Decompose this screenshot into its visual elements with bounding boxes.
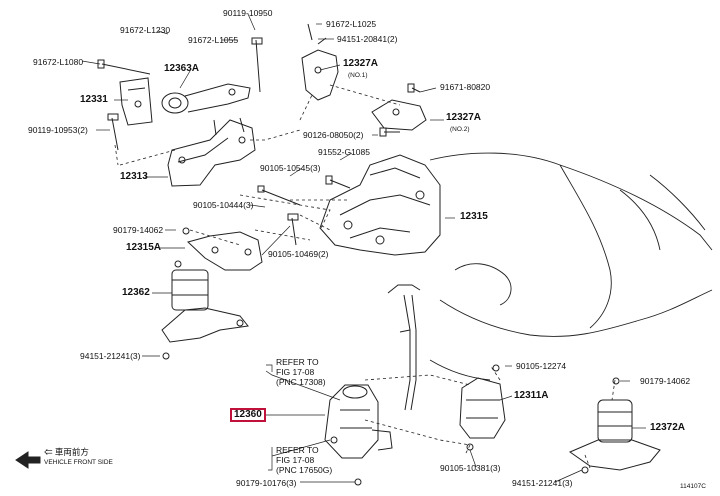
bracket-12315A — [187, 231, 263, 271]
part-label[interactable]: 12362 — [122, 287, 150, 298]
mount-12360 — [324, 384, 393, 459]
part-label[interactable]: 90179-10176(3) — [236, 478, 297, 488]
part-label[interactable]: 12327A — [343, 58, 379, 69]
part-label[interactable]: 12327A — [446, 112, 482, 123]
part-label[interactable]: 90105-12274 — [516, 361, 567, 371]
front-direction-label: ⇐ 車両前方 — [44, 447, 89, 457]
reference-text: REFER TO — [276, 357, 319, 367]
reference-text: (PNC 17650G) — [276, 465, 333, 475]
part-label[interactable]: 12331 — [80, 94, 108, 105]
bracket-12327A-no1 — [301, 49, 339, 101]
part-label[interactable]: 12372A — [650, 422, 686, 433]
part-label[interactable]: 90126-08050(2) — [303, 130, 364, 140]
part-label[interactable]: 12363A — [164, 63, 200, 74]
reference-text: FIG 17-08 — [276, 367, 315, 377]
front-direction-label: VEHICLE FRONT SIDE — [44, 459, 113, 466]
part-label[interactable]: 91672-L1025 — [326, 19, 377, 29]
mount-12311A — [459, 377, 506, 439]
part-label[interactable]: 12311A — [514, 390, 549, 401]
mount-12363A — [161, 83, 251, 114]
bracket-12327A-no2 — [371, 99, 427, 131]
part-note: (NO.1) — [348, 72, 368, 79]
part-label[interactable]: 90179-14062 — [640, 376, 691, 386]
mount-12372A — [568, 399, 661, 471]
dipstick-tube — [387, 284, 421, 411]
front-arrow-icon — [15, 451, 41, 469]
highlighted-part-label[interactable]: 12360 — [230, 408, 266, 422]
part-label[interactable]: 12315A — [126, 242, 162, 253]
reference-text: (PNC 17308) — [276, 377, 326, 387]
part-label[interactable]: 90105-10469(2) — [268, 249, 329, 259]
dashed-leaders — [114, 84, 616, 469]
part-label[interactable]: 91552-G1085 — [318, 147, 370, 157]
reference-text: FIG 17-08 — [276, 455, 315, 465]
part-label[interactable]: 12315 — [460, 211, 488, 222]
part-label[interactable]: 90119-10950 — [223, 8, 273, 18]
part-note: (NO.2) — [450, 126, 470, 133]
solid-leaders — [81, 13, 646, 483]
reference-text: REFER TO — [276, 445, 319, 455]
part-label[interactable]: 90119-10953(2) — [28, 125, 88, 135]
part-label[interactable]: 94151-21241(3) — [80, 351, 141, 361]
part-label[interactable]: 90179-14062 — [113, 225, 164, 235]
part-label[interactable]: 90105-10444(3) — [193, 200, 254, 210]
part-label[interactable]: 94151-20841(2) — [337, 34, 398, 44]
part-label[interactable]: 91672-L1055 — [188, 35, 239, 45]
bracket-12313 — [167, 117, 256, 187]
bracket-12315 — [319, 154, 441, 256]
figure-code: 114107C — [680, 483, 706, 490]
bolts — [97, 23, 620, 486]
part-label[interactable]: 90105-10545(3) — [260, 163, 321, 173]
part-label[interactable]: 91671-80820 — [440, 82, 491, 92]
part-label[interactable]: 91672-L1080 — [33, 57, 84, 67]
part-label[interactable]: 94151-21241(3) — [512, 478, 573, 488]
engine-outline — [429, 152, 713, 381]
mount-12362 — [161, 260, 249, 343]
part-label[interactable]: 90105-10381(3) — [440, 463, 501, 473]
part-label[interactable]: 12313 — [120, 171, 148, 182]
part-label[interactable]: 91672-L1230 — [120, 25, 171, 35]
bracket-12331 — [119, 77, 153, 126]
